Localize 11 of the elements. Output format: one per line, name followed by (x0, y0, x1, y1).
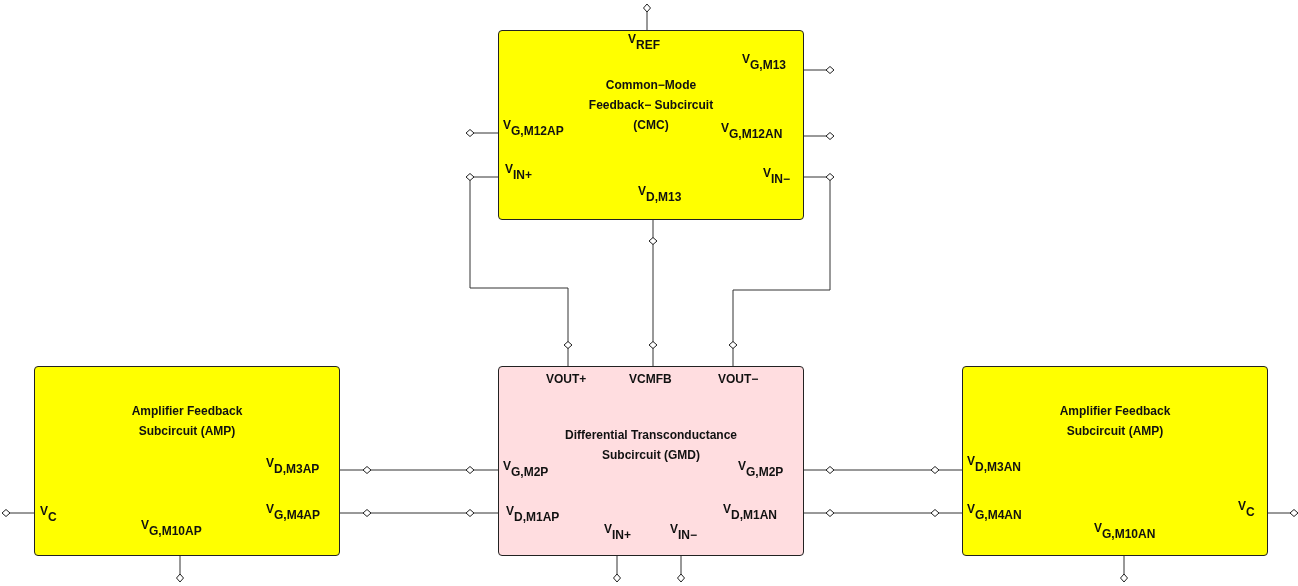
pin-label: VCMFB (629, 372, 672, 386)
pin-label: VOUT+ (546, 372, 587, 386)
block-title: Amplifier Feedback Subcircuit (AMP) (130, 403, 244, 440)
block-title: Amplifier Feedback Subcircuit (AMP) (1058, 403, 1172, 440)
block-title: Differential Transconductance Subcircuit (GMD) (563, 427, 738, 464)
block-title: Common−Mode Feedback− Subcircuit (CMC) (587, 77, 715, 134)
subcircuit-block (34, 366, 340, 556)
subcircuit-block (498, 30, 804, 220)
subcircuit-block (962, 366, 1268, 556)
pin-label: VOUT− (718, 372, 759, 386)
subcircuit-block (498, 366, 804, 556)
